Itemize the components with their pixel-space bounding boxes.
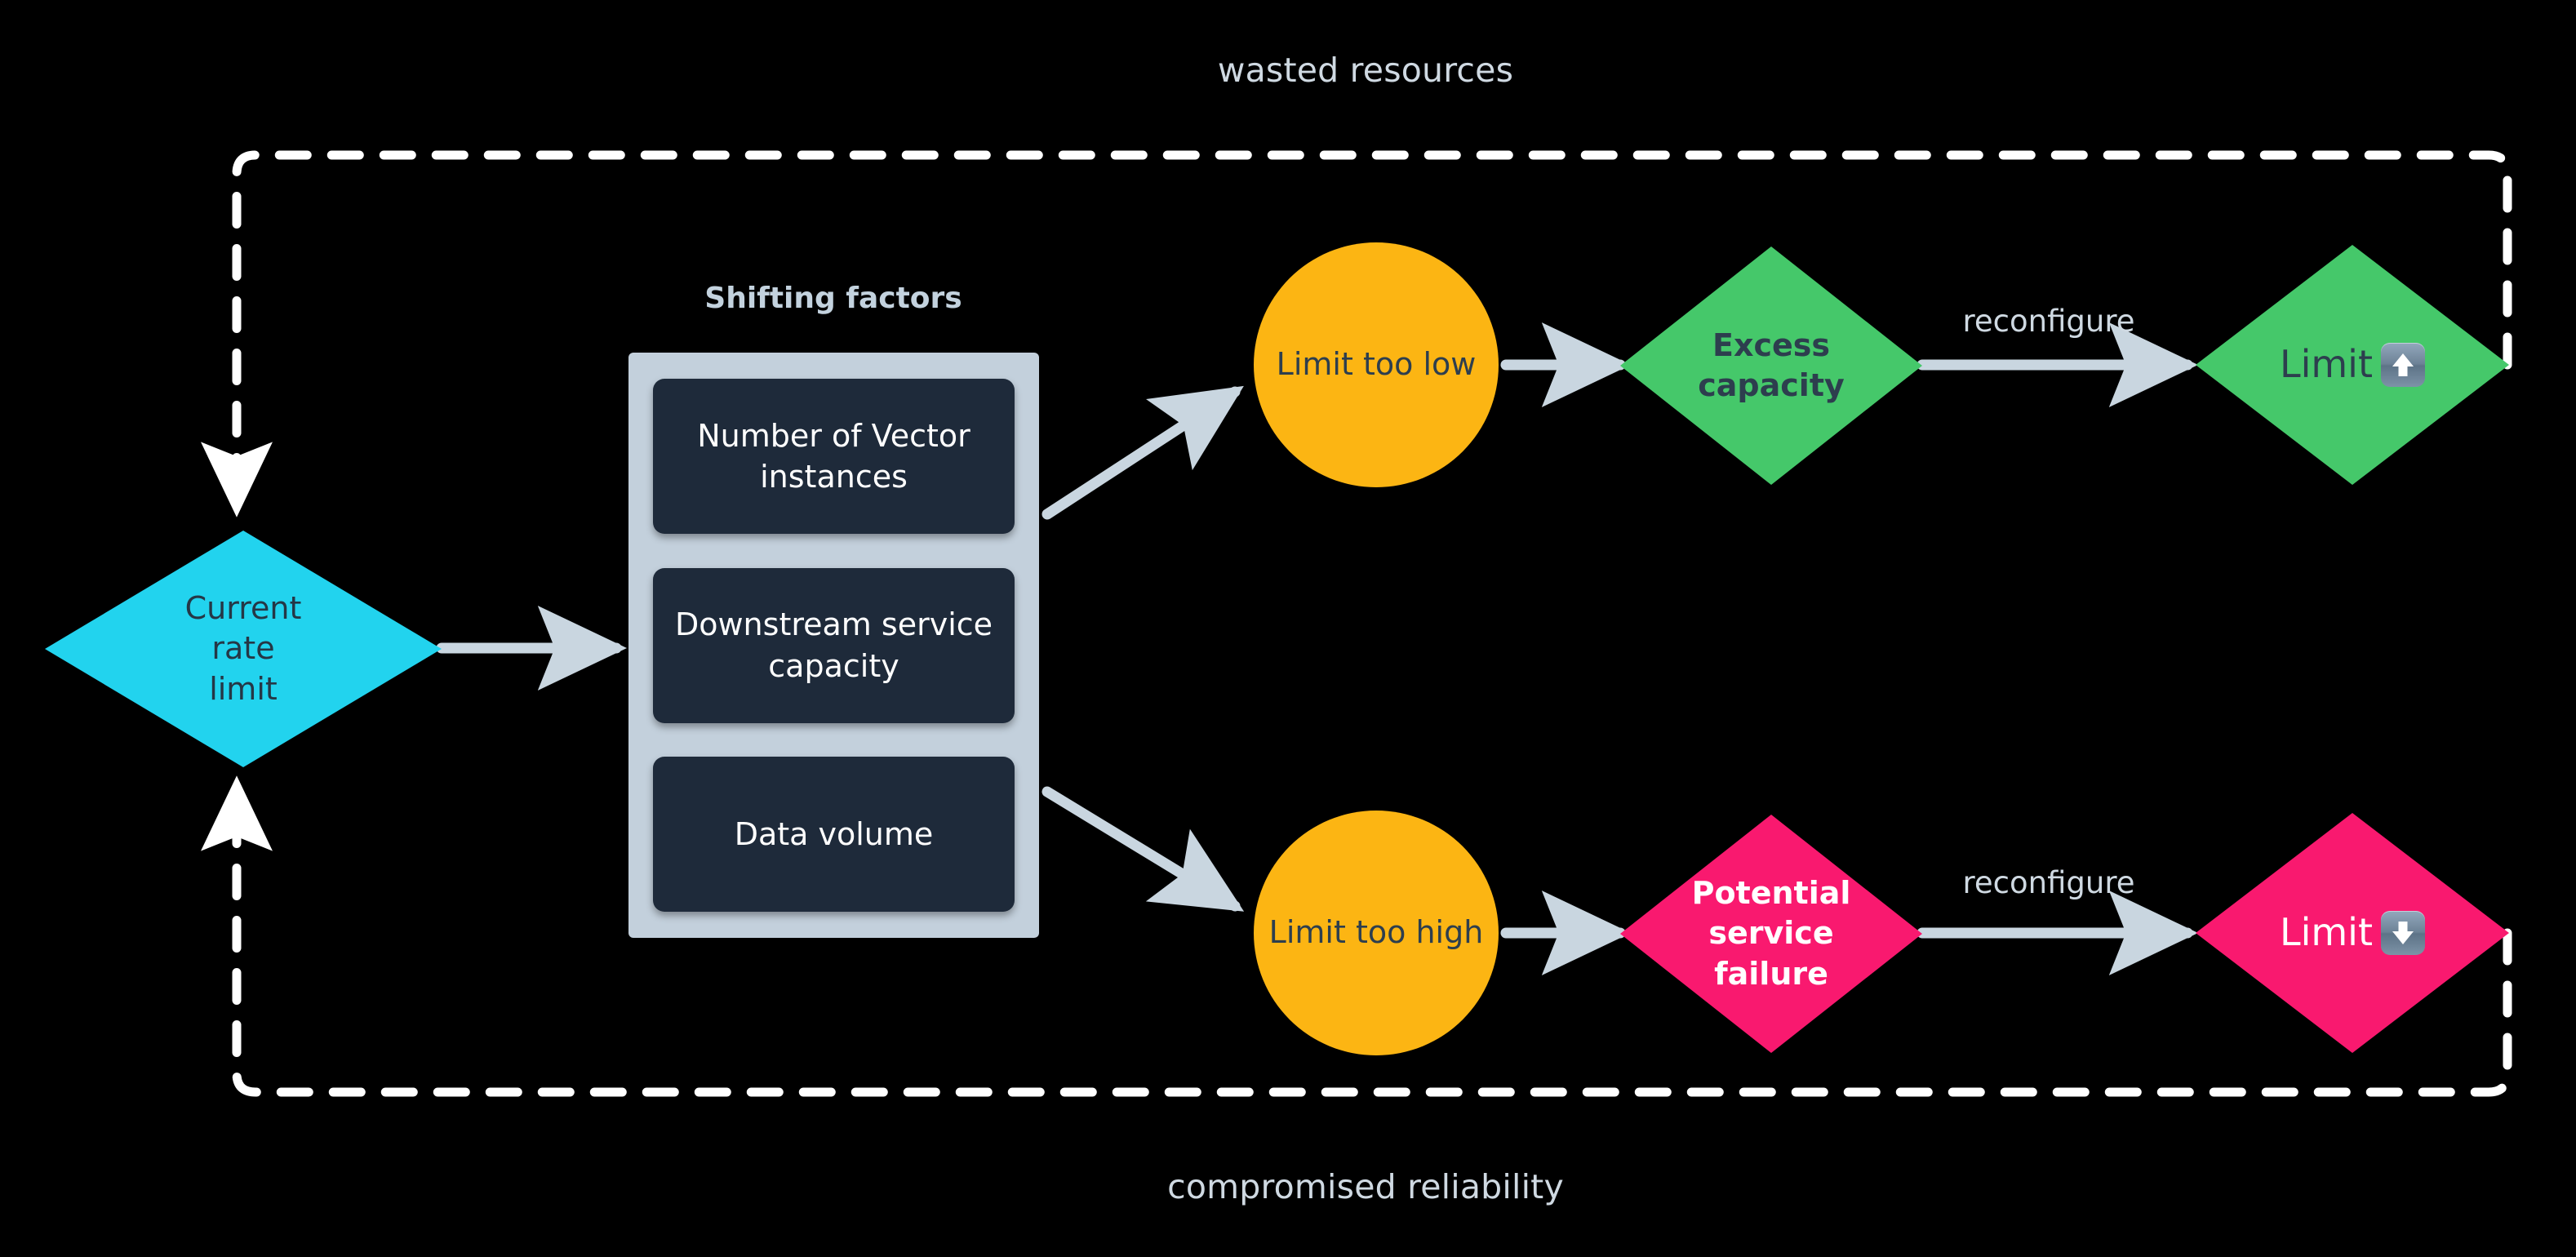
factor-card-data-volume[interactable]: Data volume	[653, 757, 1015, 912]
too-low-line-3: low	[1423, 346, 1477, 383]
service-failure-line-1: Potential	[1691, 874, 1851, 911]
arrow-up-emoji-icon	[2381, 342, 2426, 387]
current-limit-line-3: limit	[209, 670, 278, 707]
limit-increase-label: Limit	[2279, 342, 2374, 387]
edge-label-reconfigure-top: reconfigure	[1962, 304, 2135, 339]
shifting-factors-title: Shifting factors	[704, 282, 962, 315]
too-high-line-2: too	[1355, 914, 1406, 951]
shifting-factors-panel: Number of Vector instances Downstream se…	[628, 353, 1039, 938]
node-excess-capacity[interactable]: Excess capacity	[1620, 247, 1922, 485]
too-high-line-3: high	[1415, 914, 1484, 951]
factor-downstream-line-1: Downstream	[674, 606, 872, 643]
loop-label-wasted-resources: wasted resources	[1217, 51, 1514, 90]
node-limit-decrease[interactable]: Limit	[2196, 813, 2509, 1053]
too-high-line-1: Limit	[1268, 914, 1346, 951]
too-low-line-1: Limit	[1276, 346, 1353, 383]
current-limit-line-1: Current	[184, 589, 302, 626]
arrow-down-emoji-icon	[2381, 910, 2426, 955]
factor-vector-line-2: Vector instances	[760, 417, 970, 495]
factor-card-vector-instances[interactable]: Number of Vector instances	[653, 379, 1015, 534]
too-low-line-2: too	[1362, 346, 1414, 383]
node-limit-increase[interactable]: Limit	[2196, 245, 2509, 485]
node-current-rate-limit[interactable]: Current rate limit	[45, 531, 442, 767]
edge-factors-to-too-low	[1042, 385, 1244, 520]
factor-downstream-line-2: service capacity	[768, 606, 993, 684]
service-failure-line-2: service	[1708, 915, 1834, 952]
current-limit-line-2: rate	[211, 630, 275, 667]
loop-label-compromised-reliability: compromised reliability	[1167, 1167, 1564, 1206]
service-failure-line-3: failure	[1714, 955, 1828, 992]
limit-decrease-label: Limit	[2279, 910, 2374, 955]
factor-vector-line-1: Number of	[697, 417, 862, 454]
excess-capacity-line-2: capacity	[1698, 367, 1845, 403]
factor-card-downstream-capacity[interactable]: Downstream service capacity	[653, 567, 1015, 723]
node-limit-too-high[interactable]: Limit too high	[1254, 811, 1499, 1055]
edge-label-reconfigure-bottom: reconfigure	[1962, 865, 2135, 900]
factor-data-volume-line-1: Data volume	[734, 815, 934, 852]
node-potential-service-failure[interactable]: Potential service failure	[1620, 815, 1922, 1053]
node-limit-too-low[interactable]: Limit too low	[1254, 242, 1499, 487]
excess-capacity-line-1: Excess	[1712, 326, 1830, 363]
edge-factors-to-too-high	[1042, 786, 1245, 912]
